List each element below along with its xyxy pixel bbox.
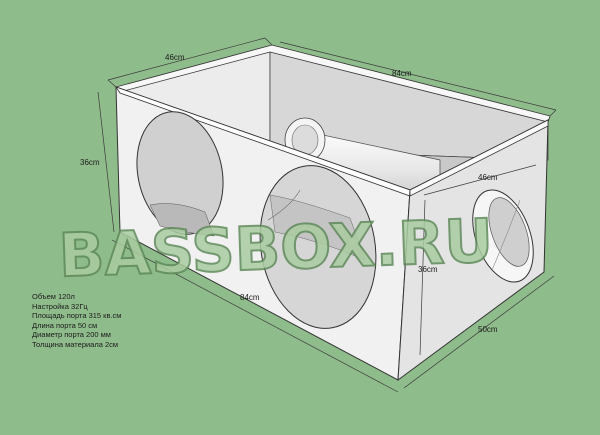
spec-port-diameter: Диаметр порта 200 мм	[32, 330, 111, 340]
watermark: BASSBOX.RU	[58, 206, 495, 291]
dimension-lines	[97, 37, 557, 393]
dim-side-height: 36cm	[418, 265, 438, 274]
dim-front-length: 84cm	[240, 293, 260, 302]
spec-port-area: Площадь порта 315 кв.см	[32, 311, 122, 321]
spec-volume: Объем 120л	[32, 292, 75, 301]
specs-list: Объем 120л Настройка 32Гц Площадь порта …	[32, 292, 121, 350]
spec-port-length: Длина порта 50 см	[32, 320, 98, 330]
dim-top-length: 84cm	[392, 69, 412, 78]
dim-front-height: 36cm	[80, 158, 100, 167]
speaker-hole-right	[259, 165, 377, 329]
spec-material-thickness: Толщина материала 2см	[32, 339, 119, 349]
dim-top-depth: 46cm	[165, 53, 185, 62]
dim-side-depth: 46cm	[478, 173, 498, 182]
dim-side-width: 50cm	[478, 325, 498, 334]
side-port-opening	[472, 189, 534, 283]
speaker-hole-left	[136, 111, 224, 237]
spec-tuning: Настройка 32Гц	[32, 301, 88, 311]
side-top-edge	[409, 119, 549, 197]
